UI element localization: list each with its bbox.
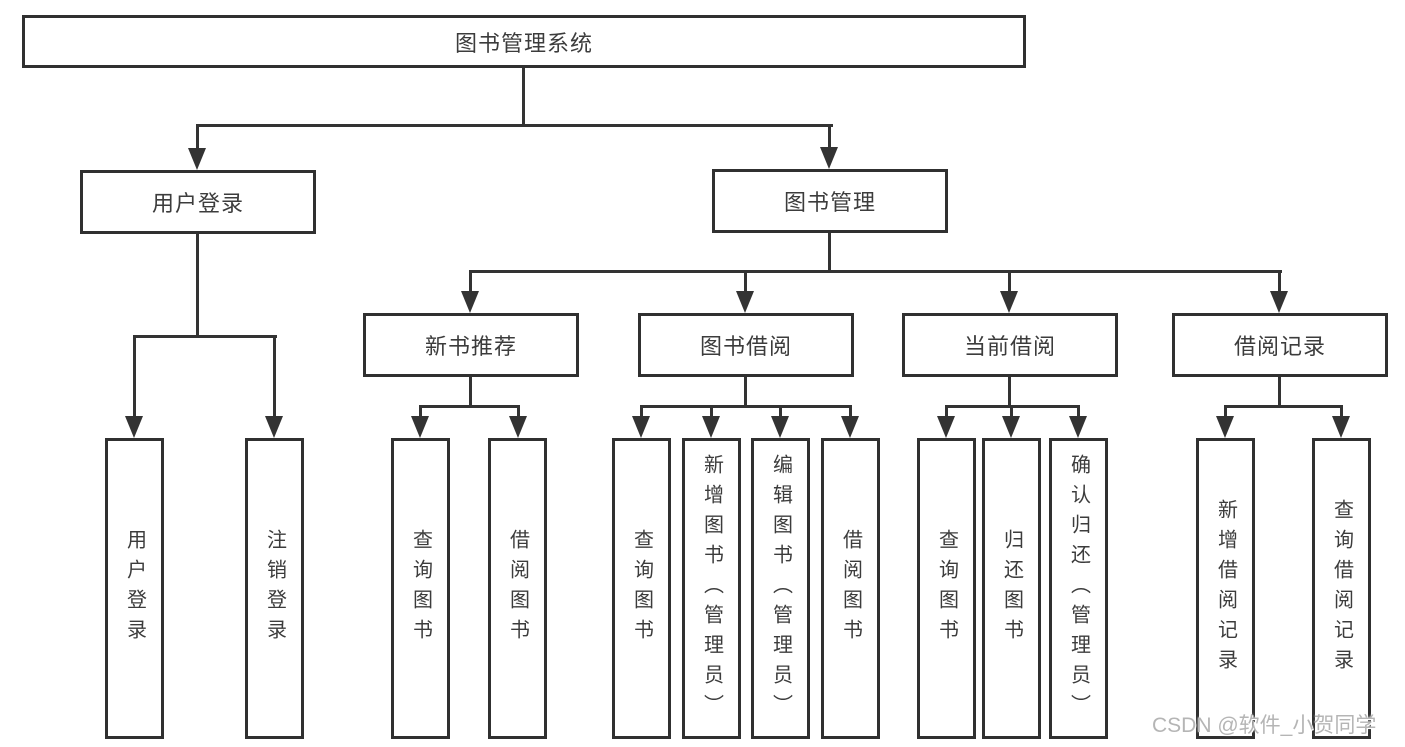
arrow-down-icon	[820, 147, 838, 169]
node-user-login: 用户登录	[80, 170, 316, 234]
connector-drop-level3	[744, 270, 747, 291]
connector-drop-level3	[1278, 270, 1281, 291]
connector-drop-leaf	[945, 405, 948, 418]
node-label: 借阅图书	[839, 528, 862, 649]
arrow-down-icon	[632, 416, 650, 438]
node-label: 查询借阅记录	[1330, 498, 1353, 679]
connector-drop-leaf	[640, 405, 643, 418]
node-label: 图书管理	[783, 190, 876, 215]
connector-records-bus	[1224, 405, 1342, 408]
arrow-down-icon	[125, 416, 143, 438]
arrow-down-icon	[188, 148, 206, 170]
leaf-borrowing-query-books: 查询图书	[612, 438, 671, 739]
node-library-management-system: 图书管理系统	[22, 15, 1026, 68]
node-current-borrowing: 当前借阅	[902, 313, 1118, 377]
arrow-down-icon	[841, 416, 859, 438]
node-label: 归还图书	[1000, 528, 1023, 649]
leaf-recommend-borrow-books: 借阅图书	[488, 438, 547, 739]
arrow-down-icon	[736, 291, 754, 313]
arrow-down-icon	[1216, 416, 1234, 438]
node-label: 查询图书	[409, 528, 432, 649]
leaf-user-login: 用户登录	[105, 438, 164, 739]
leaf-current-query-books: 查询图书	[917, 438, 976, 739]
node-label: 新增借阅记录	[1214, 498, 1237, 679]
connector-user-login-stem	[196, 234, 199, 338]
connector-drop-level3	[1008, 270, 1011, 291]
leaf-borrowing-add-books-admin: 新增图书（管理员）	[682, 438, 741, 739]
arrow-down-icon	[937, 416, 955, 438]
connector-book-management-stem	[828, 233, 831, 273]
node-label: 新增图书（管理员）	[700, 453, 723, 724]
connector-drop-leaf	[1077, 405, 1080, 418]
connector-drop-leaf	[133, 335, 136, 416]
connector-drop-leaf	[419, 405, 422, 418]
arrow-down-icon	[1002, 416, 1020, 438]
node-label: 编辑图书（管理员）	[769, 453, 792, 724]
connector-drop-leaf	[779, 405, 782, 418]
arrow-down-icon	[509, 416, 527, 438]
leaf-recommend-query-books: 查询图书	[391, 438, 450, 739]
arrow-down-icon	[1069, 416, 1087, 438]
connector-drop-leaf	[1340, 405, 1343, 418]
node-new-book-recommendation: 新书推荐	[363, 313, 579, 377]
connector-drop-level3	[469, 270, 472, 291]
arrow-down-icon	[265, 416, 283, 438]
connector-recommend-stem	[469, 377, 472, 408]
node-borrowing-records: 借阅记录	[1172, 313, 1388, 377]
connector-drop-leaf	[849, 405, 852, 418]
connector-root-bus	[196, 124, 833, 127]
node-label: 查询图书	[630, 528, 653, 649]
connector-borrowing-stem	[744, 377, 747, 408]
connector-drop-leaf	[517, 405, 520, 418]
leaf-records-add-borrow-record: 新增借阅记录	[1196, 438, 1255, 739]
node-label: 图书管理系统	[454, 30, 593, 56]
node-label: 确认归还（管理员）	[1067, 453, 1090, 724]
connector-level3-bus	[469, 270, 1282, 273]
leaf-current-return-books: 归还图书	[982, 438, 1041, 739]
connector-current-stem	[1008, 377, 1011, 408]
connector-drop-leaf	[710, 405, 713, 418]
arrow-down-icon	[411, 416, 429, 438]
connector-drop-leaf	[1224, 405, 1227, 418]
node-label: 借阅记录	[1233, 334, 1326, 359]
node-label: 用户登录	[123, 528, 146, 649]
connector-drop-user-login	[196, 124, 199, 150]
connector-root-stem	[522, 68, 525, 126]
leaf-borrowing-borrow-books: 借阅图书	[821, 438, 880, 739]
arrow-down-icon	[1332, 416, 1350, 438]
connector-recommend-bus	[419, 405, 520, 408]
arrow-down-icon	[771, 416, 789, 438]
node-label: 当前借阅	[963, 334, 1056, 359]
node-book-management: 图书管理	[712, 169, 948, 233]
node-label: 借阅图书	[506, 528, 529, 649]
node-label: 用户登录	[151, 191, 244, 216]
arrow-down-icon	[461, 291, 479, 313]
node-label: 注销登录	[263, 528, 286, 649]
node-label: 新书推荐	[424, 334, 517, 359]
leaf-records-query-borrow-record: 查询借阅记录	[1312, 438, 1371, 739]
arrow-down-icon	[1000, 291, 1018, 313]
arrow-down-icon	[702, 416, 720, 438]
arrow-down-icon	[1270, 291, 1288, 313]
node-book-borrowing: 图书借阅	[638, 313, 854, 377]
node-label: 图书借阅	[699, 334, 792, 359]
connector-user-login-bus	[133, 335, 277, 338]
connector-drop-leaf	[1010, 405, 1013, 418]
leaf-borrowing-edit-books-admin: 编辑图书（管理员）	[751, 438, 810, 739]
connector-drop-book-management	[828, 124, 831, 150]
connector-records-stem	[1278, 377, 1281, 408]
connector-drop-leaf	[273, 335, 276, 416]
leaf-current-confirm-return-admin: 确认归还（管理员）	[1049, 438, 1108, 739]
connector-borrowing-bus	[640, 405, 852, 408]
watermark: CSDN @软件_小贺同学	[1152, 714, 1377, 737]
node-label: 查询图书	[935, 528, 958, 649]
leaf-logout: 注销登录	[245, 438, 304, 739]
